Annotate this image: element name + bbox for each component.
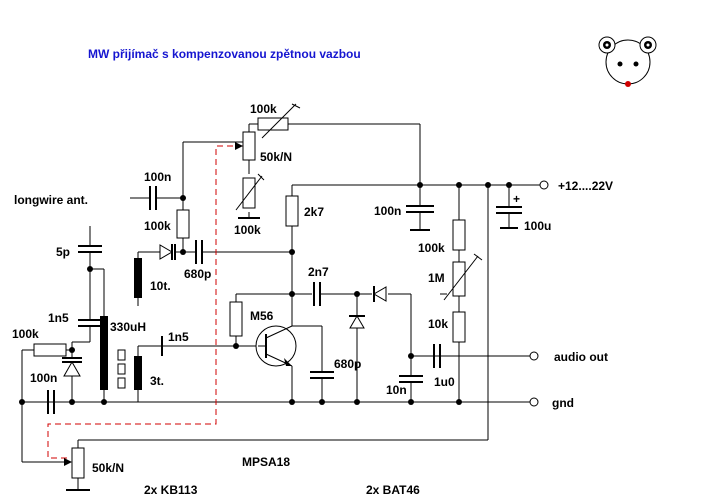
varicap-diode-mid (159, 244, 176, 260)
label-100k-top: 100k (250, 102, 277, 116)
label-680p-top: 680p (184, 267, 211, 281)
label-gnd: gnd (552, 396, 574, 410)
resistor-100k-left (33, 343, 67, 357)
resistor-100k-trimmer (235, 173, 265, 219)
label-2n7: 2n7 (308, 265, 329, 279)
capacitor-100n-bottom (47, 390, 55, 414)
capacitor-680p-mid (310, 371, 334, 379)
transistor-MPSA18 (255, 318, 297, 378)
capacitor-1u0 (433, 344, 459, 368)
resistor-100k-right (452, 219, 466, 251)
diagram-title: MW přijímač s kompenzovanou zpětnou vazb… (88, 47, 361, 61)
label-100u: 100u (524, 219, 551, 233)
label-100k-left: 100k (12, 327, 39, 341)
capacitor-100n-right (406, 205, 434, 231)
capacitor-10n (399, 375, 423, 383)
diode-horizontal (373, 286, 387, 302)
label-M56: M56 (250, 309, 274, 323)
label-100n-bottom: 100n (30, 371, 57, 385)
label-100k-mid: 100k (144, 219, 171, 233)
gnd-terminal (529, 397, 539, 407)
inductor-10t (134, 258, 142, 298)
label-10k: 10k (428, 317, 448, 331)
dashed-pot-link (47, 145, 243, 459)
potentiometer-50kN-bottom (64, 447, 90, 491)
varicap-diode-left (62, 357, 82, 378)
resistor-M56 (229, 301, 243, 337)
mouse-face-logo (598, 36, 657, 87)
label-varicaps: 2x KB113 (144, 483, 198, 497)
label-antenna: longwire ant. (14, 193, 88, 207)
label-diodes: 2x BAT46 (366, 483, 420, 497)
resistor-2k7 (285, 195, 299, 227)
label-5p: 5p (56, 245, 70, 259)
wires (21, 123, 540, 490)
resistor-10k (452, 311, 466, 343)
diode-vertical (349, 315, 365, 329)
label-3t: 3t. (150, 374, 164, 388)
supply-terminal (539, 180, 549, 190)
potentiometer-50kN-top (235, 131, 256, 161)
label-100n-right: 100n (374, 204, 401, 218)
capacitor-5p (78, 226, 102, 253)
label-1u0: 1u0 (434, 375, 455, 389)
resistor-100k-mid (176, 209, 190, 239)
inductor-3t (134, 356, 142, 390)
audio-out-terminal (529, 351, 539, 361)
capacitor-100n-top (149, 186, 157, 210)
capacitor-680p-top (195, 240, 203, 264)
resistor-100k-top-variable (257, 103, 301, 139)
capacitor-100u (496, 206, 522, 229)
label-supply: +12....22V (558, 179, 613, 193)
label-1n5-mid: 1n5 (168, 330, 189, 344)
label-680p-mid: 680p (334, 357, 361, 371)
label-10t: 10t. (150, 279, 171, 293)
label-100k-trimmer: 100k (234, 223, 261, 237)
label-100n-top: 100n (144, 170, 171, 184)
capacitor-1n5-left (78, 310, 102, 327)
junction-dots (19, 182, 512, 405)
label-1n5-left: 1n5 (48, 311, 69, 325)
label-plus: + (513, 192, 520, 206)
potentiometer-1M (443, 253, 483, 301)
label-330uH: 330uH (110, 320, 146, 334)
label-2k7: 2k7 (304, 205, 324, 219)
label-50kN-bottom: 50k/N (92, 461, 124, 475)
label-audio-out: audio out (554, 350, 608, 364)
label-10n: 10n (386, 383, 407, 397)
label-100k-right: 100k (418, 241, 445, 255)
capacitor-2n7 (313, 282, 321, 306)
label-1M: 1M (428, 271, 445, 285)
label-transistor: MPSA18 (242, 455, 290, 469)
inductor-330uH (100, 316, 108, 390)
ferrite-core (117, 349, 126, 389)
label-50kN-top: 50k/N (260, 150, 292, 164)
